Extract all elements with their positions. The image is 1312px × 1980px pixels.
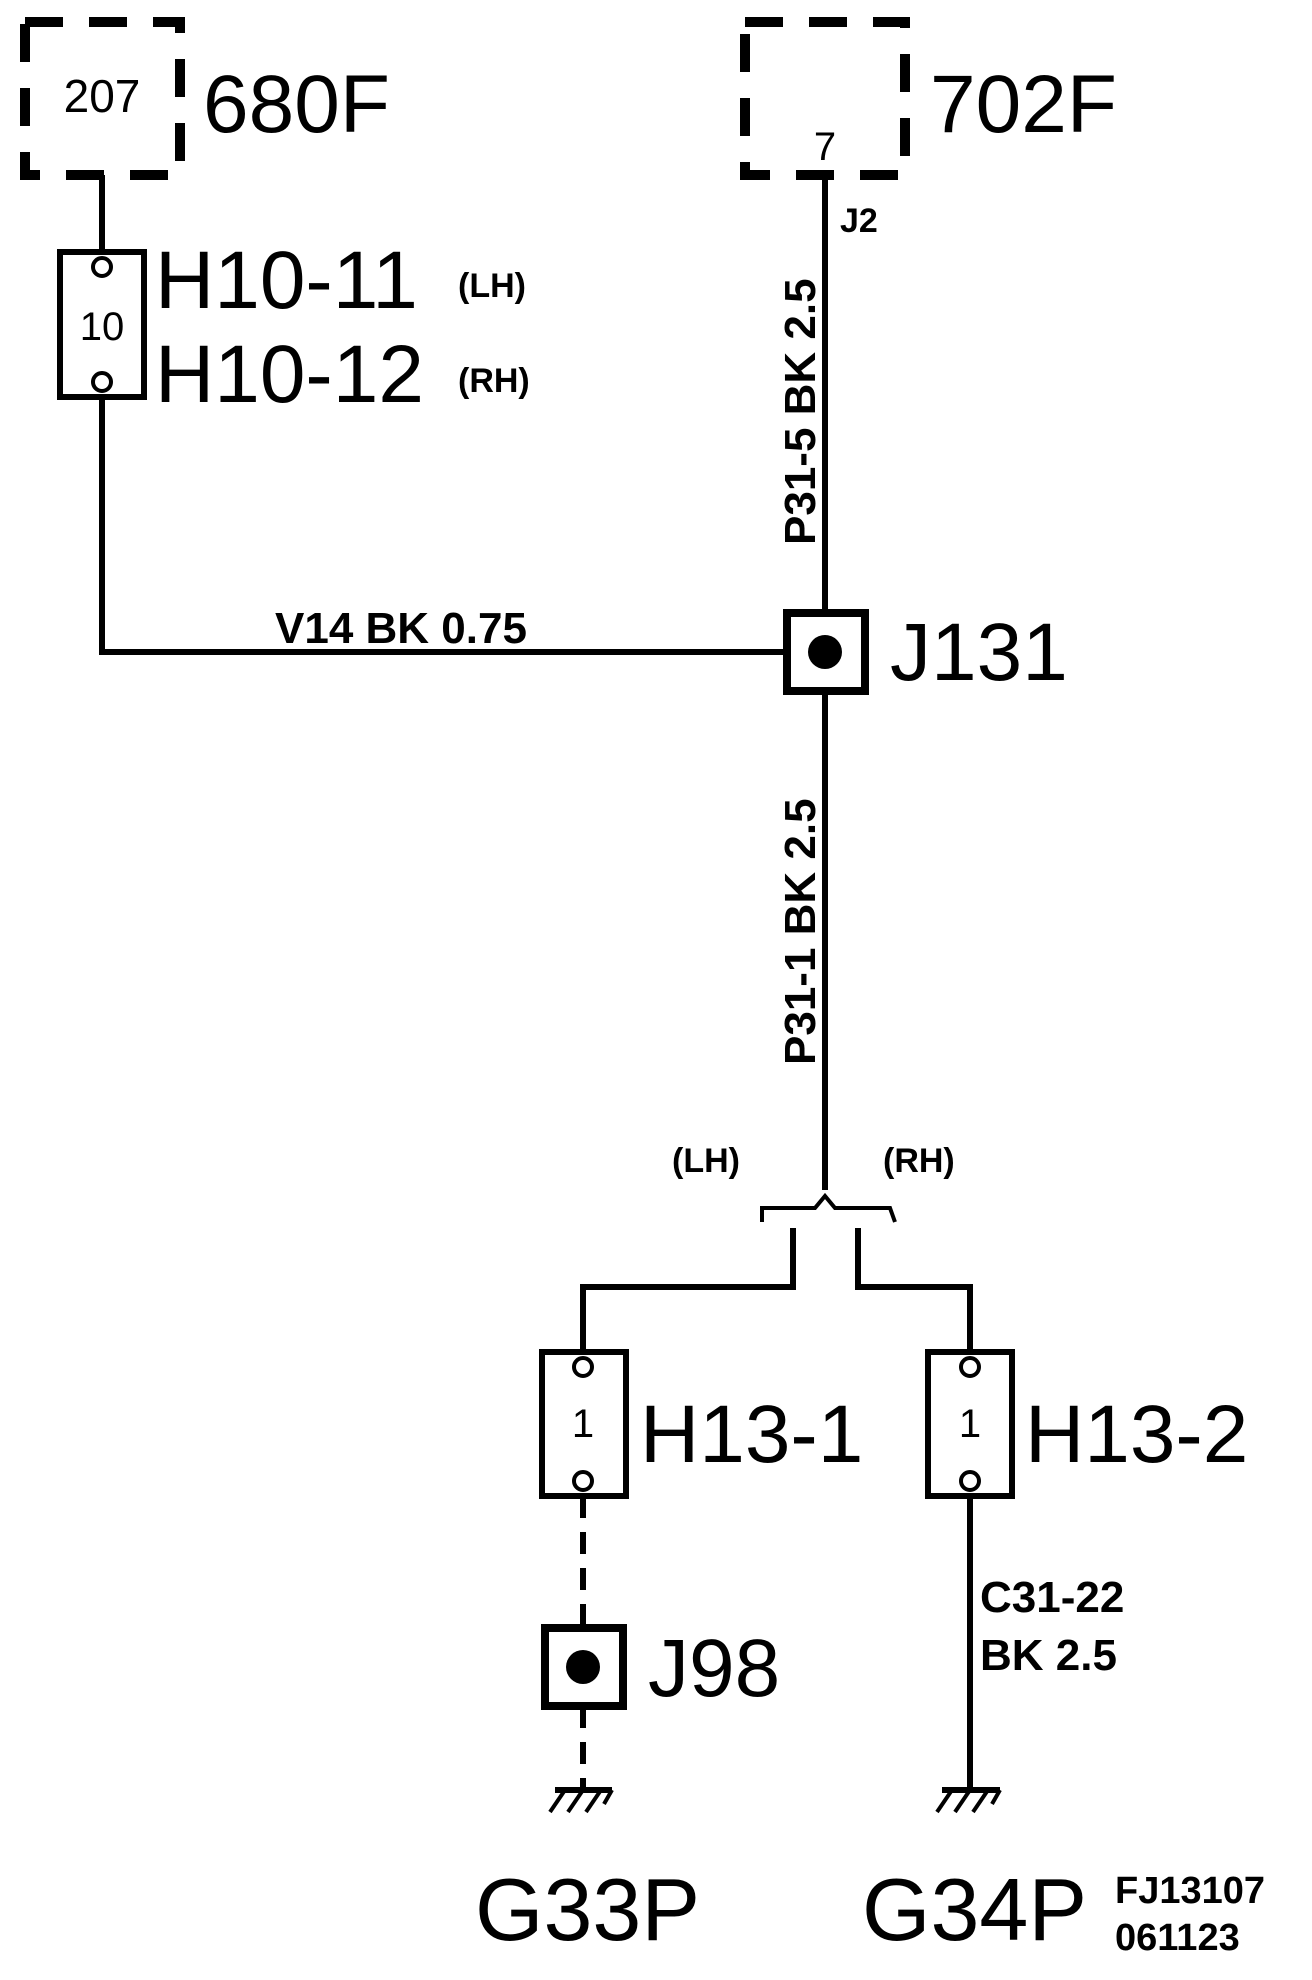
wire-c31-22-label-line1: C31-22: [980, 1573, 1124, 1622]
wire-branch-rh: [855, 1228, 973, 1355]
splice-j131: J131: [783, 607, 1068, 698]
connector-h13-1-pin: 1: [572, 1402, 594, 1446]
ground-g33p-label: G33P: [475, 1860, 700, 1959]
wire-p31-1-label: P31-1 BK 2.5: [776, 798, 825, 1065]
ground-g34p: G34P: [862, 1787, 1087, 1959]
connector-h13-2-pin: 1: [959, 1402, 981, 1446]
connector-702f-pin: 7: [814, 125, 836, 169]
wire-p31-5-label: P31-5 BK 2.5: [776, 278, 825, 545]
connector-702f: 7 702F J2: [740, 17, 1117, 240]
connector-702f-label: 702F: [930, 59, 1117, 150]
connector-h10-12-label: H10-12: [155, 329, 424, 420]
ground-g34p-label: G34P: [862, 1860, 1087, 1959]
figure-id-line2: 061123: [1115, 1917, 1240, 1959]
connector-h10-pin: 10: [80, 305, 125, 349]
ground-g33p: G33P: [475, 1787, 700, 1959]
wire-v14-label: V14 BK 0.75: [275, 604, 527, 653]
connector-680f-pin: 207: [64, 70, 141, 122]
branch-rh-tag: (RH): [883, 1142, 955, 1180]
connector-702f-sub: J2: [840, 202, 878, 240]
connector-h10: 10 H10-11 (LH) H10-12 (RH): [57, 235, 530, 420]
wire-branch-lh: [580, 1228, 796, 1355]
wire-c31-22-label-line2: BK 2.5: [980, 1631, 1117, 1680]
figure-id-line1: FJ13107: [1115, 1870, 1265, 1912]
wire-v14: [99, 397, 790, 655]
figure-id: FJ13107 061123: [1115, 1870, 1265, 1959]
connector-h13-1: 1 H13-1: [539, 1349, 863, 1499]
connector-680f: 207 680F: [20, 17, 390, 180]
connector-680f-label: 680F: [203, 59, 390, 150]
splice-j131-label: J131: [890, 607, 1068, 698]
connector-h13-1-label: H13-1: [640, 1389, 863, 1480]
connector-h10-11-tag: (LH): [458, 267, 526, 305]
connector-h13-2: 1 H13-2: [925, 1349, 1248, 1499]
branch-lh-tag: (LH): [672, 1142, 740, 1180]
branch-bracket: (LH) (RH): [672, 1142, 955, 1223]
splice-j98: J98: [541, 1623, 780, 1714]
splice-j98-label: J98: [648, 1623, 780, 1714]
connector-h13-2-label: H13-2: [1025, 1389, 1248, 1480]
connector-h10-12-tag: (RH): [458, 362, 530, 400]
connector-h10-11-label: H10-11: [155, 235, 418, 326]
